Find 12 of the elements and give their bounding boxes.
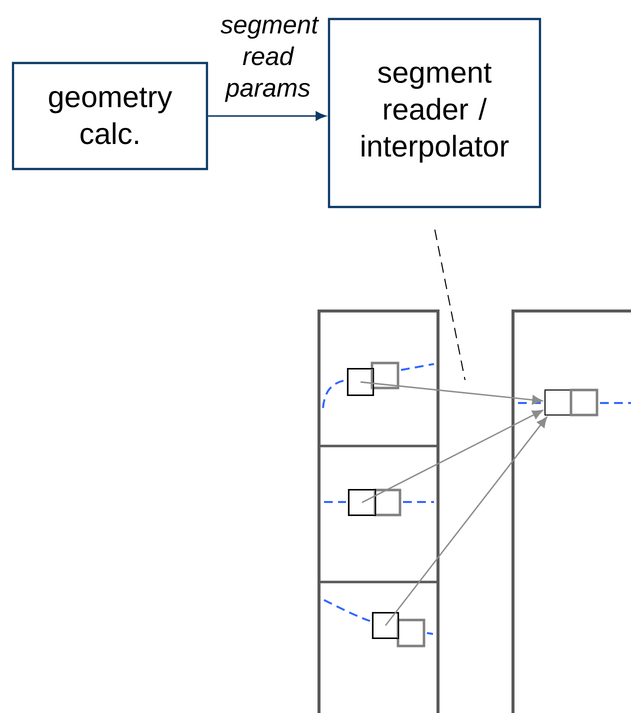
square: [372, 612, 399, 639]
arrow: [360, 381, 543, 405]
edge-label: segment read params: [220, 16, 320, 102]
process-box: segment reader / interpolator: [328, 18, 542, 208]
arrow: [208, 111, 326, 121]
arrow: [362, 410, 543, 504]
arrow: [384, 416, 548, 626]
square: [544, 389, 572, 416]
leader-line: [434, 230, 466, 380]
process-box: geometry calc.: [12, 62, 208, 170]
square: [348, 489, 376, 516]
square: [347, 368, 374, 396]
